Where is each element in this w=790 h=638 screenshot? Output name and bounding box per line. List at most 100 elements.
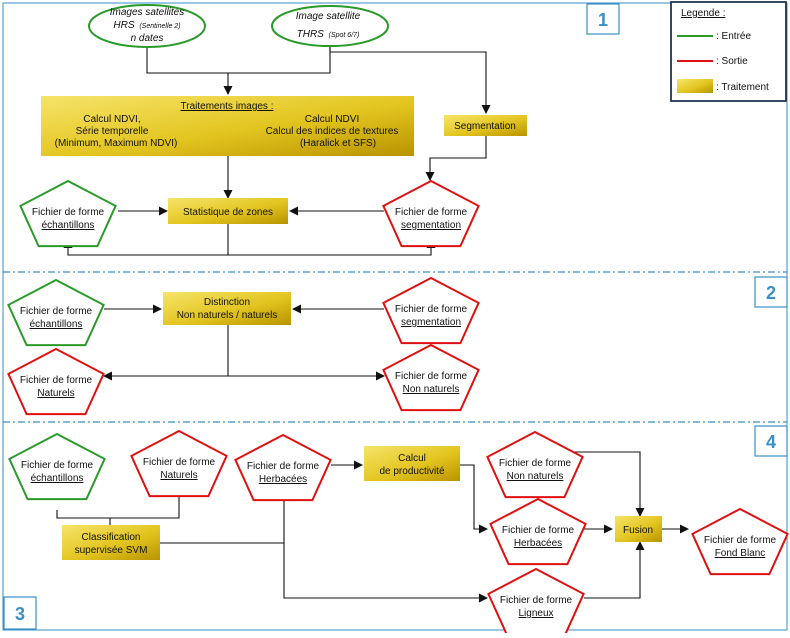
svg-text:Image satellite: Image satellite <box>296 11 361 22</box>
section-badge-1: 1 <box>586 3 620 35</box>
shapefile-name: Herbacées <box>259 474 307 485</box>
node-calcul-productivite: Calcul de productivité <box>364 446 460 481</box>
pentagon-outline <box>382 343 480 412</box>
pentagon-outline <box>489 497 587 566</box>
connectors <box>56 44 689 603</box>
svg-text:Non naturels / naturels: Non naturels / naturels <box>177 310 278 321</box>
shapefile-ech1: Fichier de forme échantillons <box>19 179 117 248</box>
connector-images-join <box>146 44 331 74</box>
svg-text:HRS (Sentinelle 2): HRS (Sentinelle 2) <box>113 20 180 31</box>
legend-sortie-label: : Sortie <box>716 56 748 67</box>
section-badge-3: 3 <box>3 596 37 630</box>
node-statistique-zones: Statistique de zones <box>168 198 288 224</box>
shapefile-prefix: Fichier de forme <box>500 595 573 606</box>
connector-ech3-to-classif <box>56 510 111 525</box>
shapefile-name: échantillons <box>31 473 84 484</box>
arrow-segmentation-to-shape <box>425 136 487 181</box>
shapefile-prefix: Fichier de forme <box>499 458 572 469</box>
shapefile-name: Herbacées <box>514 538 562 549</box>
shapefile-prefix: Fichier de forme <box>247 461 320 472</box>
pentagon-outline <box>130 429 228 498</box>
node-traitements-images: Traitements images : Calcul NDVI, Série … <box>41 96 414 156</box>
pentagon-outline <box>486 430 584 499</box>
shapefile-name: Naturels <box>37 388 74 399</box>
shapefile-prefix: Fichier de forme <box>395 304 468 315</box>
legend-traitement-swatch <box>677 79 713 93</box>
svg-text:Fusion: Fusion <box>623 525 653 536</box>
pentagon-outline <box>382 276 480 345</box>
svg-text:2: 2 <box>766 283 776 303</box>
legend-title: Legende : <box>681 8 726 19</box>
svg-text:THRS (Spot 6/7): THRS (Spot 6/7) <box>297 29 360 40</box>
svg-text:(Minimum, Maximum NDVI): (Minimum, Maximum NDVI) <box>55 138 178 149</box>
svg-text:Segmentation: Segmentation <box>454 121 516 132</box>
shapefile-name: Naturels <box>160 470 197 481</box>
node-classification-svm: Classification supervisée SVM <box>62 525 160 560</box>
svg-text:Calcul NDVI,: Calcul NDVI, <box>83 114 140 125</box>
svg-text:Traitements images :: Traitements images : <box>181 101 274 112</box>
shapefile-prefix: Fichier de forme <box>395 207 468 218</box>
shapefile-name: échantillons <box>42 220 95 231</box>
node-fusion: Fusion <box>615 516 662 542</box>
pentagon-outline <box>7 278 105 347</box>
arrow-ligneux-to-fusion <box>584 541 645 599</box>
node-distinction: Distinction Non naturels / naturels <box>163 292 291 325</box>
shapefile-name: Non naturels <box>507 471 564 482</box>
svg-text:Distinction: Distinction <box>204 297 250 308</box>
svg-text:(Haralick et SFS): (Haralick et SFS) <box>300 138 376 149</box>
arrow-distinction-to-naturels <box>103 325 229 381</box>
section-badge-4: 4 <box>754 425 788 457</box>
svg-text:Classification: Classification <box>82 532 141 543</box>
arrow-stat-to-ech <box>63 224 229 256</box>
section-badge-2: 2 <box>754 276 788 308</box>
svg-text:supervisée SVM: supervisée SVM <box>75 545 148 556</box>
pentagon-outline <box>19 179 117 248</box>
svg-text:1: 1 <box>598 10 608 30</box>
arrow-productivite-to-herb2 <box>460 464 488 534</box>
pentagon-outline <box>691 507 789 576</box>
connector-nat3-to-classif <box>110 491 180 519</box>
svg-text:Série temporelle: Série temporelle <box>76 126 149 137</box>
pentagon-outline <box>8 432 106 501</box>
shapefile-name: Non naturels <box>403 384 460 395</box>
shapefile-prefix: Fichier de forme <box>502 525 575 536</box>
legend: Legende : : Entrée : Sortie : Traitement <box>670 1 787 102</box>
pentagon-outline <box>382 179 480 248</box>
shapefile-prefix: Fichier de forme <box>395 371 468 382</box>
shapefile-seg1: Fichier de forme segmentation <box>382 179 480 248</box>
shapefile-name: Ligneux <box>518 608 553 619</box>
svg-text:Images satellites: Images satellites <box>110 7 184 18</box>
shapefile-prefix: Fichier de forme <box>20 306 93 317</box>
shapefile-ech3: Fichier de forme échantillons <box>8 432 106 501</box>
arrow-nonnat4-to-fusion <box>572 451 645 517</box>
shapefile-prefix: Fichier de forme <box>32 207 105 218</box>
svg-text:de productivité: de productivité <box>379 466 444 477</box>
svg-text:Calcul des indices de textures: Calcul des indices de textures <box>266 126 399 137</box>
svg-text:4: 4 <box>766 432 776 452</box>
shapefile-name: segmentation <box>401 220 461 231</box>
pentagon-outline <box>234 433 332 502</box>
svg-text:3: 3 <box>15 604 25 624</box>
arrow-classif-to-ligneux <box>283 543 488 603</box>
shapefile-name: Fond Blanc <box>715 548 766 559</box>
pentagon-outline <box>7 347 105 416</box>
node-images-hrs: Images satellites HRS (Sentinelle 2) n d… <box>88 4 206 48</box>
shapefile-prefix: Fichier de forme <box>143 457 216 468</box>
shapefile-prefix: Fichier de forme <box>21 460 94 471</box>
svg-text:Calcul NDVI: Calcul NDVI <box>305 114 359 125</box>
svg-text:Calcul: Calcul <box>398 453 426 464</box>
shapefile-prefix: Fichier de forme <box>704 535 777 546</box>
legend-entree-label: : Entrée <box>716 31 751 42</box>
legend-traitement-label: : Traitement <box>716 82 769 93</box>
